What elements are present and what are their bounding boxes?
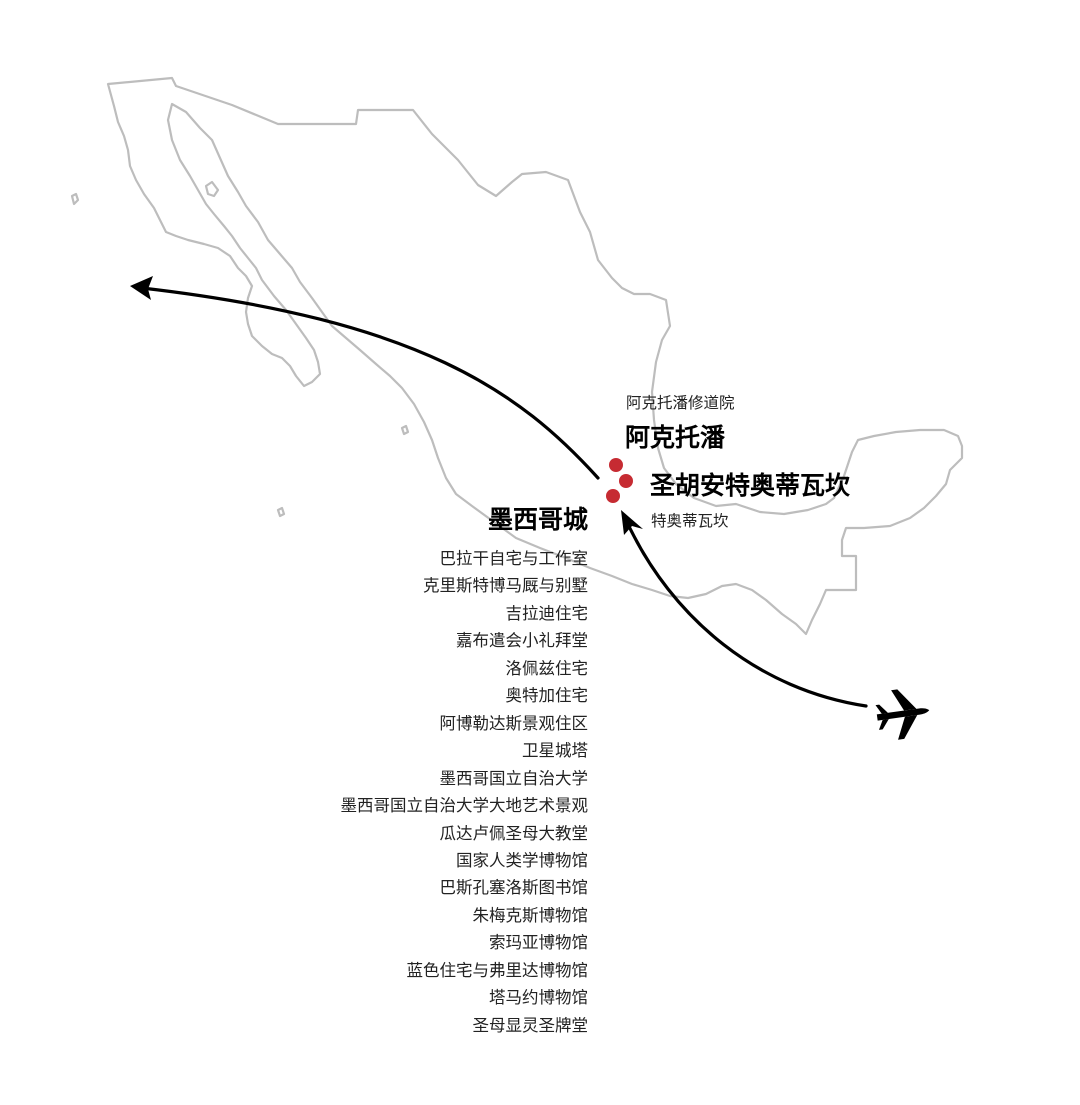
list-item: 巴拉干自宅与工作室 [439,549,589,568]
list-item: 国家人类学博物馆 [456,850,588,870]
list-item: 吉拉迪住宅 [505,603,589,623]
list-item: 圣母显灵圣牌堂 [472,1015,589,1035]
list-item: 洛佩兹住宅 [505,658,589,678]
list-item: 嘉布遣会小礼拜堂 [456,631,588,651]
island-revillagigedo [400,424,410,436]
island-guadalupe [70,192,80,206]
list-item: 朱梅克斯博物馆 [472,905,589,925]
list-item: 阿博勒达斯景观住区 [439,713,589,733]
mexico-city-label: 墨西哥城 [487,505,588,534]
airplane-icon [875,689,930,740]
arrow-head-icon [130,276,153,300]
teotihuacan-site-label: 特奥蒂瓦坎 [651,512,729,530]
acolman-city-label: 阿克托潘 [625,423,726,452]
list-item: 蓝色住宅与弗里达博物馆 [406,960,589,980]
island-socorro [276,506,286,518]
list-item: 克里斯特博马厩与别墅 [423,576,588,596]
list-item: 巴斯孔塞洛斯图书馆 [439,878,589,898]
mexico-mainland-outline [106,76,964,636]
island-tiburon [204,180,220,198]
route-flight-arrival [624,518,868,708]
list-item: 奥特加住宅 [505,686,589,706]
acolman-site-label: 阿克托潘修道院 [626,394,735,412]
mexico-city-sites-list: 巴拉干自宅与工作室 克里斯特博马厩与别墅 吉拉迪住宅 嘉布遣会小礼拜堂 洛佩兹住… [341,545,589,1039]
list-item: 墨西哥国立自治大学 [439,768,589,788]
list-item: 塔马约博物馆 [489,988,588,1008]
list-item: 瓜达卢佩圣母大教堂 [439,823,589,843]
dot-mexico-city [606,489,620,503]
dot-teotihuacan [619,474,633,488]
dot-acolman [609,458,623,472]
route-northwest [140,286,600,480]
list-item: 卫星城塔 [522,741,588,761]
list-item: 墨西哥国立自治大学大地艺术景观 [340,796,589,816]
teotihuacan-city-label: 圣胡安特奥蒂瓦坎 [650,471,851,500]
arrow-head-icon [621,510,643,535]
list-item: 索玛亚博物馆 [489,933,588,953]
